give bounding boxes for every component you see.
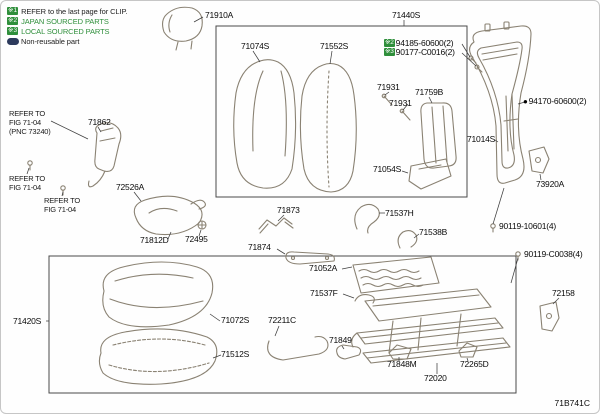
seat-rail-drawing — [351, 288, 511, 364]
legend-item-clip-note: ※1 REFER to the last page for CLIP. — [7, 6, 127, 16]
part-label-71874: 71874 — [248, 242, 271, 252]
part-label-71014S: 71014S — [467, 134, 496, 144]
part-label-71538B: 71538B — [419, 227, 448, 237]
part-number: 90177-C0016(2) — [395, 47, 455, 57]
non-reusable-badge-icon — [7, 37, 19, 45]
note-refer-fig-71-04-a: REFER TO FIG 71-04 — [9, 174, 46, 192]
part-label-73920A: 73920A — [536, 179, 565, 189]
cushion-cover-drawing — [98, 328, 218, 385]
note-refer-fig-71-04-pnc-73240: REFER TO FIG 71-04 (PNC 73240) — [9, 109, 51, 136]
part-label-90119-C0038: 90119-C0038(4) — [524, 249, 583, 259]
non-reusable-dot-marker: ● — [523, 97, 528, 106]
wire-71537H-drawing — [354, 203, 380, 234]
part-label-71812D: 71812D — [140, 235, 169, 245]
headrest-drawing — [161, 6, 203, 51]
ref-marker-3: ※3 — [7, 27, 19, 35]
part-label-72526A: 72526A — [116, 182, 145, 192]
part-number: 94185-60600(2) — [395, 38, 454, 48]
part-label-71873: 71873 — [277, 205, 300, 215]
legend-item-local-sourced: ※3 LOCAL SOURCED PARTS — [7, 26, 127, 36]
spring-mat-drawing — [352, 256, 440, 294]
japan-sourced-marker: ※2 — [384, 39, 395, 47]
part-label-71440S: 71440S — [392, 10, 421, 20]
knob-72495-drawing — [197, 220, 207, 230]
screw-71931-drawings — [381, 93, 411, 121]
legend-item-japan-sourced: ※2 JAPAN SOURCED PARTS — [7, 16, 127, 26]
bracket-71054S-drawing — [408, 158, 452, 190]
seatback-frame-drawing — [468, 21, 532, 184]
part-label-71848M: 71848M — [387, 359, 417, 369]
legend-text-local: LOCAL SOURCED PARTS — [21, 26, 110, 36]
legend-text-clip: REFER to the last page for CLIP. — [21, 6, 128, 16]
legend-text-japan: JAPAN SOURCED PARTS — [21, 16, 109, 26]
legend-item-non-reusable: Non-reusable part — [7, 36, 127, 46]
legend-text-non-reusable: Non-reusable part — [21, 36, 80, 46]
bracket-72158-drawing — [539, 301, 560, 332]
part-label-71052A: 71052A — [309, 263, 338, 273]
part-label-71537H: 71537H — [385, 208, 414, 218]
assembly-boxes — [48, 25, 517, 394]
legend: ※1 REFER to the last page for CLIP. ※2 J… — [7, 6, 127, 46]
part-label-71759B: 71759B — [415, 87, 444, 97]
part-label-71931-lower: 71931 — [389, 98, 412, 108]
bracket-73920A-drawing — [528, 146, 550, 174]
seatback-cover-drawing — [299, 62, 357, 193]
part-label-72158: 72158 — [552, 288, 575, 298]
cushion-pad-drawing — [102, 261, 214, 328]
part-label-72211C: 72211C — [268, 315, 296, 325]
part-number: 94170-60600(2) — [528, 96, 587, 106]
side-shield-drawing — [133, 195, 206, 236]
note-refer-fig-71-04-b: REFER TO FIG 71-04 — [44, 196, 81, 214]
leader-lines — [26, 16, 560, 374]
bracket-71848M-drawing — [388, 344, 412, 360]
trim-wire-72211C-drawing — [267, 335, 329, 361]
part-label-71420S: 71420S — [13, 316, 42, 326]
lumbar-support-drawing — [420, 102, 457, 169]
wire-71537F-drawing — [354, 294, 375, 304]
part-label-71054S: 71054S — [373, 164, 402, 174]
part-label-71910A: 71910A — [205, 10, 234, 20]
part-label-71512S: 71512S — [221, 349, 250, 359]
ref-marker-1: ※1 — [7, 7, 19, 15]
part-label-71074S: 71074S — [241, 41, 270, 51]
bracket-71873-drawing — [258, 217, 294, 234]
part-label-72020: 72020 — [424, 373, 447, 383]
part-label-71552S: 71552S — [320, 41, 349, 51]
ref-marker-2: ※2 — [7, 17, 19, 25]
part-label-71862: 71862 — [88, 117, 111, 127]
buckle-drawing — [87, 122, 122, 188]
seatback-pad-drawing — [233, 59, 297, 189]
part-label-71931-upper: 71931 — [377, 82, 400, 92]
part-label-72495: 72495 — [185, 234, 208, 244]
bracket-72265D-drawing — [458, 342, 478, 358]
wire-71849-drawing — [336, 344, 362, 360]
part-label-90119-10601: 90119-10601(4) — [499, 221, 557, 231]
part-label-72265D: 72265D — [460, 359, 489, 369]
part-label-71072S: 71072S — [221, 315, 250, 325]
wire-71538B-drawing — [397, 229, 418, 249]
bracket-71874-drawing — [285, 251, 335, 265]
local-sourced-marker: ※3 — [384, 48, 395, 56]
part-label-71537F: 71537F — [310, 288, 338, 298]
part-label-94170-60600: ●94170-60600(2) — [523, 96, 587, 107]
drawing-number: 71B741C — [554, 398, 590, 408]
part-label-71849: 71849 — [329, 335, 352, 345]
